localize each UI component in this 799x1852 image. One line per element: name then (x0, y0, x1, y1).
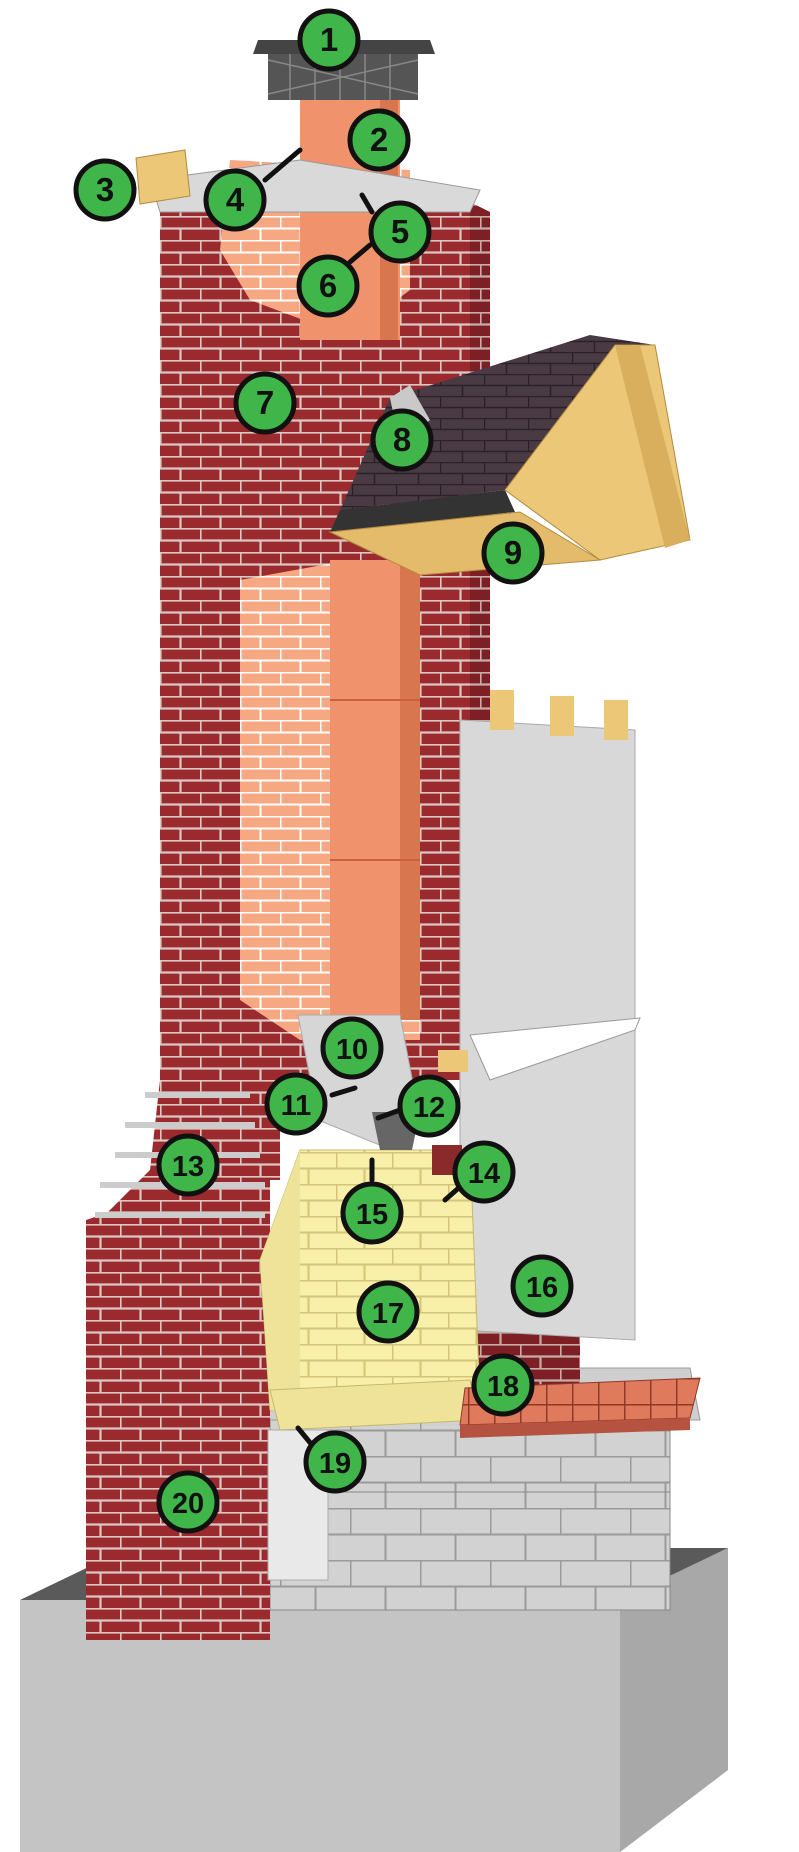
callout-9: 9 (481, 521, 545, 585)
callout-circle (397, 1074, 461, 1138)
callout-leader-12 (375, 1107, 403, 1121)
callout-19: 19 (303, 1430, 367, 1494)
callout-number: 1 (320, 21, 338, 58)
callout-leader-11 (329, 1085, 358, 1098)
wood-stub (135, 149, 191, 205)
leader-lines (262, 147, 465, 1448)
callout-circle (340, 1181, 404, 1245)
callout-circle (73, 158, 137, 222)
callout-number: 3 (96, 171, 114, 208)
callout-number: 2 (370, 121, 388, 158)
callout-leader-6 (347, 242, 373, 265)
callout-number: 12 (413, 1092, 445, 1124)
callout-number: 11 (281, 1090, 312, 1122)
callout-leader-5 (359, 192, 375, 215)
callout-circle (356, 1280, 420, 1344)
callout-number: 7 (256, 384, 274, 421)
callout-circle (233, 371, 297, 435)
callout-5: 5 (368, 200, 432, 264)
callout-circle (156, 1133, 220, 1197)
callout-circle (203, 168, 267, 232)
callout-circle (303, 1430, 367, 1494)
callout-number: 15 (356, 1199, 388, 1231)
callout-number: 17 (372, 1298, 404, 1330)
callout-15: 15 (340, 1181, 404, 1245)
callout-16: 16 (510, 1254, 574, 1318)
callout-circle (264, 1072, 328, 1136)
callout-circle (320, 1016, 384, 1080)
callout-11: 11 (264, 1072, 328, 1136)
firebox (259, 1149, 481, 1411)
callout-12: 12 (397, 1074, 461, 1138)
mantel (438, 1017, 641, 1081)
callout-circle (452, 1140, 516, 1204)
callout-number: 6 (319, 267, 337, 304)
callout-2: 2 (347, 108, 411, 172)
callout-circle (471, 1353, 535, 1417)
callout-17: 17 (356, 1280, 420, 1344)
callout-number: 14 (468, 1158, 500, 1190)
callout-20: 20 (156, 1470, 220, 1534)
callout-number: 8 (393, 421, 411, 458)
callout-circle (370, 408, 434, 472)
callout-13: 13 (156, 1133, 220, 1197)
callout-circle (347, 108, 411, 172)
callout-number: 5 (391, 213, 409, 250)
callout-circle (368, 200, 432, 264)
callout-number: 20 (172, 1488, 204, 1520)
callout-circle (510, 1254, 574, 1318)
callout-number: 4 (226, 181, 245, 218)
callout-circle (156, 1470, 220, 1534)
callout-leader-19 (295, 1425, 315, 1448)
callout-number: 10 (336, 1034, 368, 1066)
callout-4: 4 (203, 168, 267, 232)
callout-1: 1 (297, 8, 361, 72)
callout-7: 7 (233, 371, 297, 435)
callout-number: 19 (319, 1448, 351, 1480)
callout-leader-4 (262, 147, 303, 183)
callout-14: 14 (452, 1140, 516, 1204)
callout-8: 8 (370, 408, 434, 472)
callout-number: 18 (487, 1371, 519, 1403)
callout-number: 16 (526, 1272, 558, 1304)
callout-circle (296, 254, 360, 318)
callout-circle (481, 521, 545, 585)
callout-3: 3 (73, 158, 137, 222)
callout-number: 13 (172, 1151, 204, 1183)
callout-circle (297, 8, 361, 72)
callout-18: 18 (471, 1353, 535, 1417)
callout-10: 10 (320, 1016, 384, 1080)
callout-number: 9 (504, 534, 522, 571)
callout-6: 6 (296, 254, 360, 318)
